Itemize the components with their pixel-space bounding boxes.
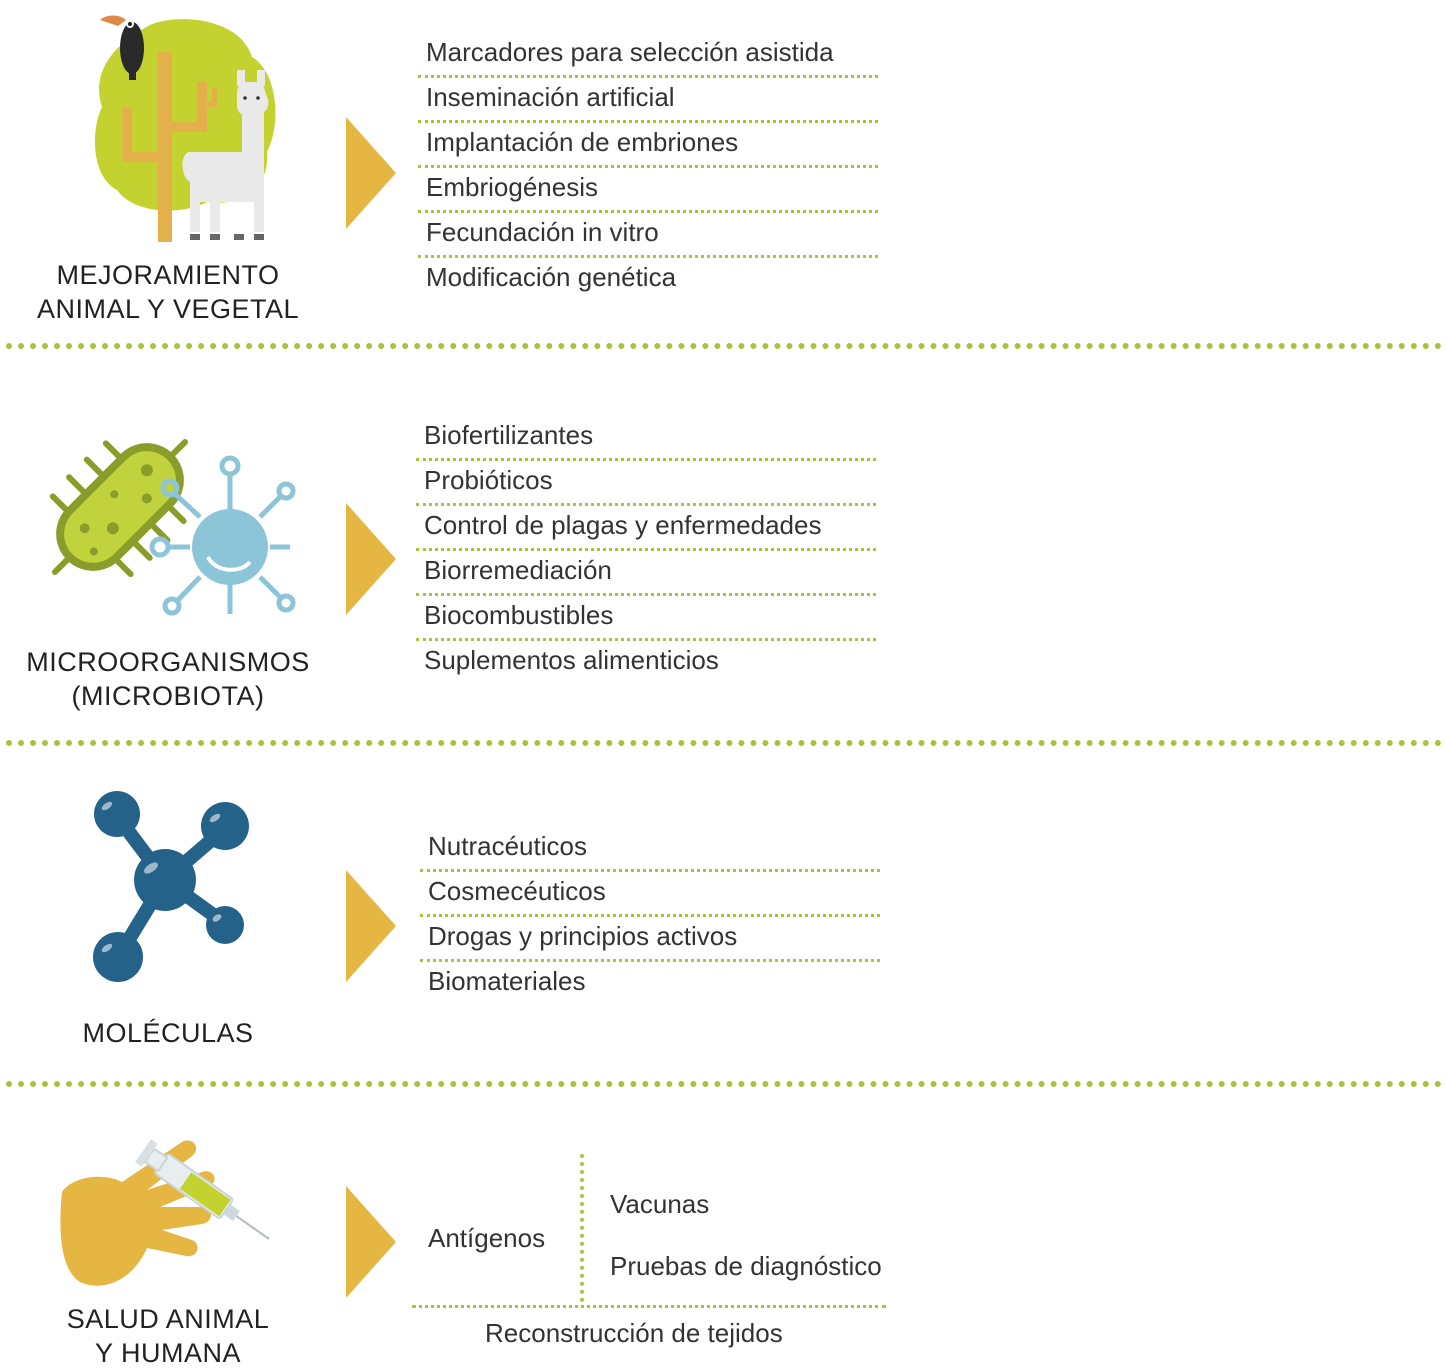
section-salud: SALUD ANIMAL Y HUMANA Antígenos Vacunas … (0, 1110, 1446, 1369)
section-mejoramiento: MEJORAMIENTO ANIMAL Y VEGETAL Marcadores… (0, 0, 1446, 330)
category-label-line: MEJORAMIENTO (56, 260, 280, 290)
molecule-icon (93, 791, 249, 982)
arrow-icon (346, 1186, 396, 1298)
list-item: Biorremediación (416, 551, 876, 596)
section-divider (6, 343, 1442, 349)
item-divider (412, 1305, 886, 1308)
list-item: Modificación genética (426, 262, 677, 292)
tree-toucan-llama-icon (94, 15, 276, 242)
item-list: Biofertilizantes Probióticos Control de … (416, 416, 876, 686)
list-item: Inseminación artificial (418, 78, 878, 123)
bacteria-virus-icon (49, 438, 296, 616)
category-label: MOLÉCULAS (18, 1016, 318, 1050)
antigen-bracket (580, 1154, 584, 1302)
list-item: Embriogénesis (418, 168, 878, 213)
list-item: Implantación de embriones (418, 123, 878, 168)
list-item: Marcadores para selección asistida (418, 33, 878, 78)
antigen-label: Antígenos (428, 1223, 546, 1253)
section-microorganismos: MICROORGANISMOS (MICROBIOTA) Biofertiliz… (0, 400, 1446, 720)
category-label-line: MOLÉCULAS (82, 1018, 254, 1048)
category-label: MICROORGANISMOS (MICROBIOTA) (18, 645, 318, 713)
category-label-line: (MICROBIOTA) (71, 681, 265, 711)
category-label-line: SALUD ANIMAL (66, 1304, 270, 1334)
section-moleculas: MOLÉCULAS Nutracéuticos Cosmecéuticos Dr… (0, 770, 1446, 1070)
arrow-icon (346, 503, 396, 615)
list-item: Biocombustibles (416, 596, 876, 641)
category-label-line: Y HUMANA (94, 1338, 242, 1368)
section-divider (6, 1081, 1442, 1087)
category-label: SALUD ANIMAL Y HUMANA (18, 1302, 318, 1370)
list-item: Cosmecéuticos (420, 872, 880, 917)
arrow-icon (346, 117, 396, 229)
category-label-line: ANIMAL Y VEGETAL (36, 294, 300, 324)
list-item: Control de plagas y enfermedades (416, 506, 876, 551)
section-divider (6, 740, 1442, 746)
list-item: Biofertilizantes (416, 416, 876, 461)
item-list: Nutracéuticos Cosmecéuticos Drogas y pri… (420, 827, 880, 1007)
list-item: Reconstrucción de tejidos (485, 1318, 783, 1348)
item-list: Marcadores para selección asistida Insem… (418, 33, 878, 303)
category-label: MEJORAMIENTO ANIMAL Y VEGETAL (18, 258, 318, 326)
list-item: Nutracéuticos (420, 827, 880, 872)
list-item: Suplementos alimenticios (424, 645, 719, 675)
category-label-line: MICROORGANISMOS (26, 647, 310, 677)
arrow-icon (346, 870, 396, 982)
antigen-sub-item: Vacunas (610, 1189, 710, 1219)
list-item: Biomateriales (428, 966, 586, 996)
antigen-sub-item: Pruebas de diagnóstico (610, 1251, 882, 1281)
list-item: Fecundación in vitro (418, 213, 878, 258)
list-item: Drogas y principios activos (420, 917, 880, 962)
hand-syringe-icon (60, 1139, 270, 1286)
list-item: Probióticos (416, 461, 876, 506)
